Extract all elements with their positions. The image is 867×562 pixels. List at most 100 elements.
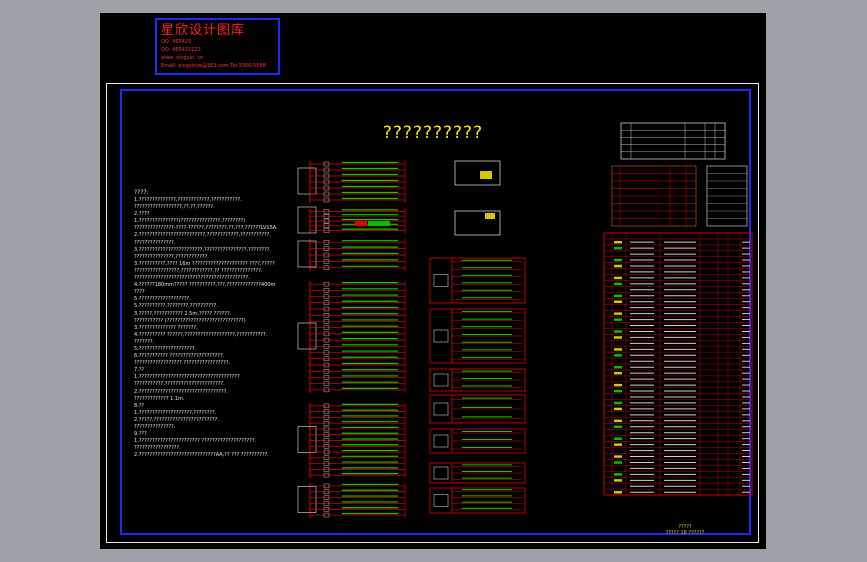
breaker-symbol — [323, 409, 330, 414]
sub-symbol — [433, 494, 449, 507]
breaker-symbol — [323, 313, 330, 318]
note-line: ?????????????????? ?????????????????. — [134, 360, 231, 367]
legend-symbol — [614, 312, 622, 315]
panel-symbol — [297, 486, 317, 513]
breaker-symbol — [323, 331, 330, 337]
breaker-symbol — [323, 185, 330, 191]
note-line: ??????????? (???????????????????????????… — [134, 317, 246, 324]
legend-symbol — [614, 330, 622, 333]
note-line: ????????????? 1.1m. — [134, 395, 185, 402]
breaker-symbol — [323, 432, 330, 437]
note-line: 3.?????????????? ???????. — [134, 324, 198, 331]
sub-panel — [429, 394, 526, 424]
note-line: ???????????,??????????????????????. — [134, 381, 225, 388]
legend-symbol — [614, 276, 622, 280]
breaker-symbol — [323, 501, 330, 506]
highlight-block — [355, 221, 367, 226]
note-line: ???????????????,????????????. — [134, 253, 209, 260]
logo-line: QQ: 465415223 — [161, 47, 201, 53]
legend-symbol — [614, 425, 622, 429]
legend-symbol — [614, 264, 622, 268]
sub-symbol — [433, 466, 449, 480]
sheet-outer-frame — [106, 83, 759, 543]
legend-symbol — [614, 354, 622, 357]
note-line: 2.?????????????????????????????AA,?? ???… — [134, 452, 269, 459]
legend-symbol — [614, 300, 622, 303]
note-line: ??????????????????,??,??,??????. — [134, 204, 215, 211]
drawing-title: ?????????? — [382, 123, 484, 143]
breaker-symbol — [323, 288, 330, 293]
sub-panel — [429, 462, 526, 484]
legend-symbol — [614, 240, 622, 244]
breaker-symbol — [323, 420, 330, 426]
legend-symbol — [614, 336, 622, 339]
breaker-symbol — [323, 444, 330, 449]
breaker-symbol — [323, 325, 330, 330]
table-frame — [620, 122, 726, 160]
legend-symbol — [614, 383, 622, 387]
note-line: 9.??? — [134, 431, 147, 438]
legend-symbol — [614, 389, 622, 393]
note-line: ???????????????. — [134, 424, 176, 430]
note-line: ????????????????????????????????????????… — [134, 275, 250, 282]
logo-line: QQ: 465423 — [161, 39, 192, 45]
detail-fill — [480, 171, 492, 179]
breaker-symbol — [323, 218, 330, 224]
equipment-tables — [603, 122, 753, 496]
note-line: ?????????????????. — [134, 445, 181, 452]
breaker-symbol — [323, 344, 330, 349]
breaker-symbol — [323, 167, 330, 173]
note-line: 5.?????????????????????. — [134, 345, 197, 352]
sub-panel — [429, 368, 526, 392]
note-line: 1.?????????????????????????????????????? — [134, 374, 240, 381]
legend-symbol — [614, 282, 622, 286]
sub-panel — [429, 487, 526, 514]
note-line: ???????. — [134, 338, 155, 345]
breaker-symbol — [323, 259, 330, 264]
notes-body: 1.??????????????,????????????,??????????… — [134, 197, 310, 459]
detail-box — [454, 160, 501, 186]
breaker-symbol — [323, 512, 330, 518]
logo-line: Email: xingxinjw@163.com Tel:3366-5688 — [161, 63, 266, 69]
notes-heading: ????: — [134, 189, 149, 196]
note-line: 5.??????????.????????,??????????. — [134, 303, 218, 310]
note-line: 1.??????????????????????? ??????????????… — [134, 438, 257, 445]
sheet-inner-frame — [120, 89, 751, 535]
breaker-symbol — [323, 246, 330, 251]
breaker-symbol — [323, 350, 330, 355]
note-line: 7.?? — [134, 367, 145, 374]
note-line: 1.??????????????,????????????,??????????… — [134, 197, 242, 203]
legend-symbol — [614, 371, 622, 375]
note-line: 2.?????????????????????????????????. — [134, 388, 228, 395]
breaker-symbol — [323, 369, 330, 374]
logo-line: www. xingxin. cn — [161, 55, 204, 61]
sub-symbol — [433, 373, 449, 387]
breaker-symbol — [323, 356, 330, 361]
breaker-symbol — [323, 161, 330, 167]
note-line: ???????????????. — [134, 239, 176, 246]
detail-box — [454, 210, 501, 236]
legend-symbol — [614, 366, 622, 369]
breaker-symbol — [323, 306, 330, 312]
note-line: 3.????????????????????????,?????????????… — [134, 246, 271, 253]
highlight-block — [368, 221, 390, 226]
legend-symbol — [614, 461, 622, 464]
panel-symbol — [297, 206, 317, 234]
legend-symbol — [614, 258, 622, 262]
breaker-symbol — [323, 507, 330, 512]
legend-symbol — [614, 443, 622, 446]
sub-panel — [429, 257, 526, 304]
breaker-symbol — [323, 213, 330, 219]
breaker-symbol — [323, 362, 330, 368]
panel-symbol — [297, 322, 317, 350]
note-line: 3.??????????,???? 16m ??????????????????… — [134, 260, 275, 267]
breaker-symbol — [323, 337, 330, 343]
breaker-symbol — [323, 223, 330, 229]
cad-canvas[interactable]: 星欣设计图库 QQ: 465423 QQ: 465415223 www. xin… — [100, 13, 766, 549]
note-line: 2.?????,????????????????????????. — [134, 416, 219, 423]
breaker-symbol — [323, 489, 330, 494]
breaker-symbol — [323, 294, 330, 299]
breaker-symbol — [323, 449, 330, 455]
legend-symbol — [614, 437, 622, 440]
breaker-symbol — [323, 179, 330, 185]
